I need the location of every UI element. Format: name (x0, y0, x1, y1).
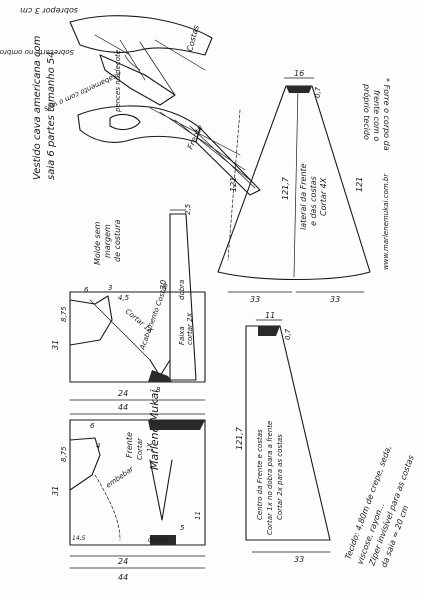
facing-length: 30 (159, 280, 168, 290)
dress-sketch-front (77, 105, 261, 196)
front-piece-2: Cortar (136, 437, 144, 460)
front-bottom-left: 14,5 (72, 535, 86, 542)
facing-label1: Faixa (178, 326, 186, 345)
front-piece-3: 1X (146, 443, 154, 452)
mold-note-1: Molde sem (93, 221, 102, 265)
skirt-side-label1: lateral da Frente (299, 163, 308, 230)
front-embebar: embebar (105, 464, 136, 489)
back-shoulder: 6 (84, 286, 89, 294)
fabric-note-2: frente com o (372, 90, 381, 141)
front-dart-height: 11 (194, 511, 202, 520)
back-total: 44 (118, 403, 128, 412)
label-pences: pences no decote (114, 50, 122, 113)
front-width: 24 (118, 557, 128, 566)
skirt-side-length-2: 121 (355, 177, 364, 192)
skirt-center-label2: Cortar 1x no dobra para a frente (266, 421, 274, 535)
front-dart-width: 5 (180, 524, 185, 532)
front-height: 31 (51, 486, 60, 496)
back-darts: 8 (156, 386, 161, 394)
dress-sketch-back (69, 15, 213, 106)
skirt-center-hem: 33 (294, 555, 304, 564)
label-sobrepor: sobrepor 3 cm (20, 6, 78, 15)
skirt-center-label3: Cortar 2x para as costas (276, 434, 284, 520)
website: www.marlenemukai.com.br (382, 173, 390, 270)
skirt-center-top-rise: 0,7 (284, 328, 292, 340)
skirt-center-top-width: 11 (265, 311, 275, 320)
title-line1: Vestido cava americana com (32, 35, 43, 180)
skirt-center-length: 121,7 (235, 426, 244, 450)
facing-label2: cortar 2X (186, 312, 194, 345)
back-bodice (69, 291, 206, 383)
skirt-side-label3: Cortar 4X (319, 177, 328, 216)
back-top1: 3 (108, 284, 112, 292)
label-sobrecorte: Sobrecorte no ombro (0, 48, 74, 56)
facing-dobra: dobra (178, 280, 186, 300)
front-top: 6 (90, 422, 95, 430)
skirt-side-top-width: 16 (294, 69, 304, 78)
front-dobra: dobra (148, 536, 168, 544)
front-bodice (69, 419, 206, 569)
front-total: 44 (118, 573, 128, 582)
skirt-center-panel (245, 319, 331, 553)
skirt-side-hem-right: 33 (330, 295, 340, 304)
front-side-top: 4 (96, 442, 100, 450)
back-width: 24 (118, 389, 128, 398)
skirt-side-length: 121 (229, 177, 238, 192)
mold-note-2: margem (103, 224, 112, 258)
facing-strip (169, 209, 197, 381)
skirt-side-label2: e das costas (309, 176, 318, 226)
fabric-note-1: * Forre o corpo da (382, 78, 391, 151)
mold-note-3: de costura (113, 220, 122, 263)
skirt-side-panel (217, 77, 371, 293)
skirt-side-top-rise: 0,7 (314, 86, 322, 98)
label-costas: Costas (185, 24, 201, 52)
skirt-side-center-height: 121,7 (281, 176, 290, 200)
skirt-center-label1: Centro da Frente e costas (256, 429, 264, 520)
front-neck: 8,75 (60, 446, 68, 462)
fabric-note-3: próprio tecido (362, 83, 372, 140)
back-neck: 8,75 (60, 306, 68, 322)
back-height: 31 (51, 340, 60, 350)
front-piece-1: Frente (125, 432, 134, 458)
back-top2: 4,5 (118, 294, 130, 302)
skirt-side-hem-left: 33 (250, 295, 260, 304)
facing-width: 2,5 (184, 203, 192, 215)
title-line2: saia 6 partes tamanho 54 (46, 51, 57, 180)
